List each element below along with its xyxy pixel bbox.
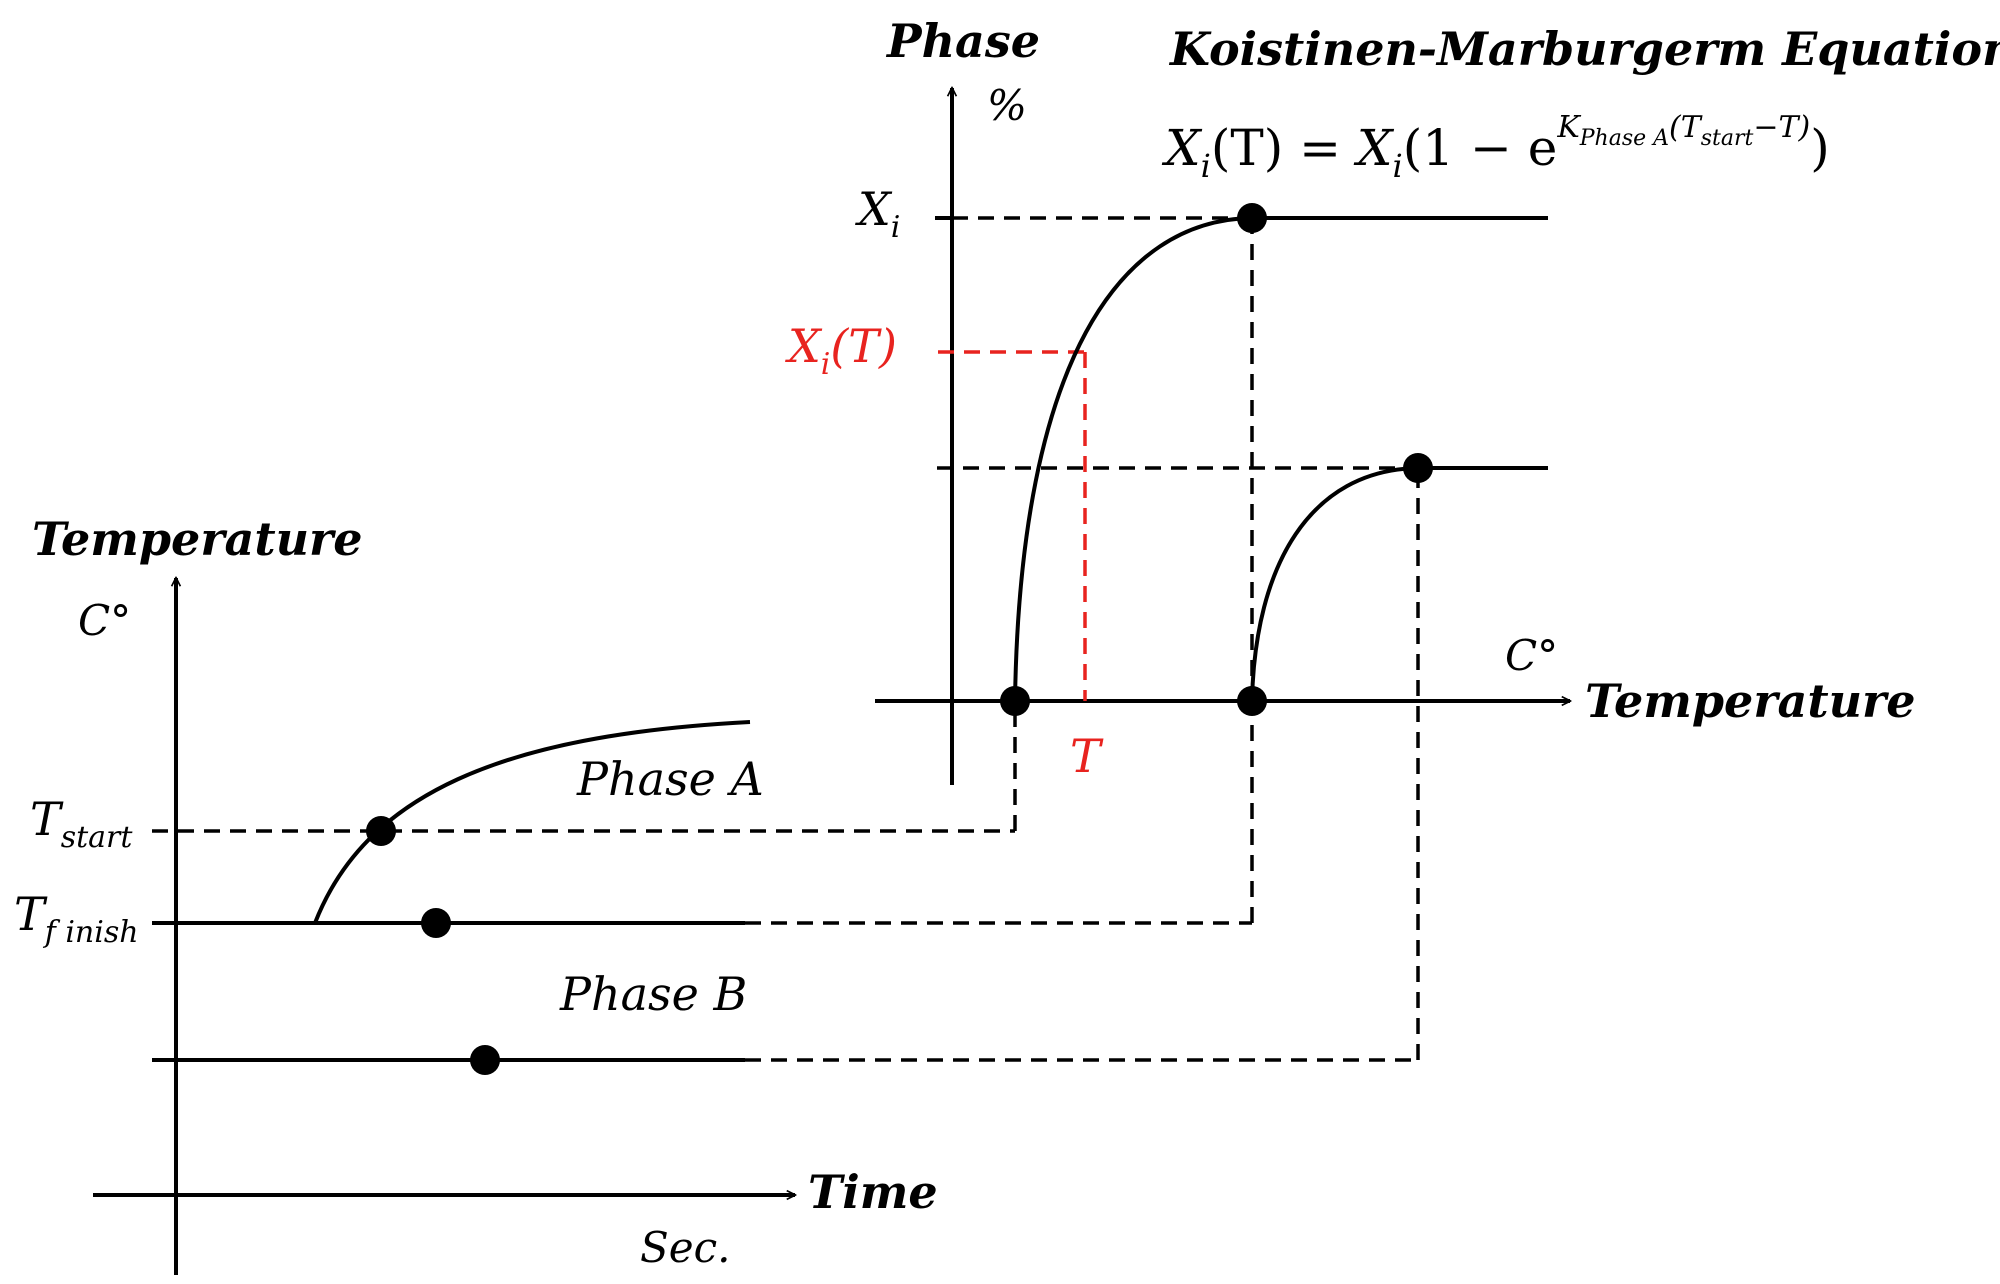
phase-x-axis-title: Temperature — [1585, 674, 1916, 728]
svg-text:Xi(T) = Xi(1 − eKPhase A(Tstar: Xi(T) = Xi(1 − eKPhase A(Tstart−T)) — [1161, 110, 1830, 185]
phase-y-axis-unit: % — [987, 81, 1027, 130]
cooling-chart: Temperature C° Time Sec. Tstart Tf inish… — [14, 468, 1420, 1275]
phase-y-axis-title: Phase — [885, 14, 1040, 68]
tstart-label: Tstart — [30, 792, 133, 855]
equation: Xi(T) = Xi(1 − eKPhase A(Tstart−T)) — [1161, 110, 1830, 185]
phase-b-curve — [1250, 466, 1419, 702]
phase-a-finish-point — [1237, 203, 1267, 233]
phase-a-curve — [1013, 216, 1253, 702]
cooling-x-axis-unit: Sec. — [640, 1223, 731, 1272]
xi-label: Xi — [855, 182, 900, 245]
cooling-x-axis-title: Time — [808, 1165, 938, 1219]
phase-b-label: Phase B — [559, 967, 747, 1021]
cooling-y-axis-title: Temperature — [32, 512, 363, 566]
phase-a-label: Phase A — [576, 752, 764, 806]
tstart-point — [366, 816, 396, 846]
phase-a-cooling-curve — [313, 720, 751, 924]
phase-x-axis-unit: C° — [1505, 631, 1558, 680]
cooling-y-axis-unit: C° — [78, 596, 131, 645]
phase-a-start-point — [1000, 686, 1030, 716]
t-label: T — [1070, 729, 1104, 783]
xit-label: Xi(T) — [785, 319, 897, 382]
equation-title: Koistinen-Marburgerm Equation — [1168, 22, 2000, 76]
tfinish-point — [421, 908, 451, 938]
phase-b-finish-point — [1403, 453, 1433, 483]
phase-b-point — [470, 1045, 500, 1075]
phase-chart: Phase % Temperature C° Xi Xi(T) T — [785, 14, 1916, 785]
tfinish-label: Tf inish — [14, 887, 139, 950]
